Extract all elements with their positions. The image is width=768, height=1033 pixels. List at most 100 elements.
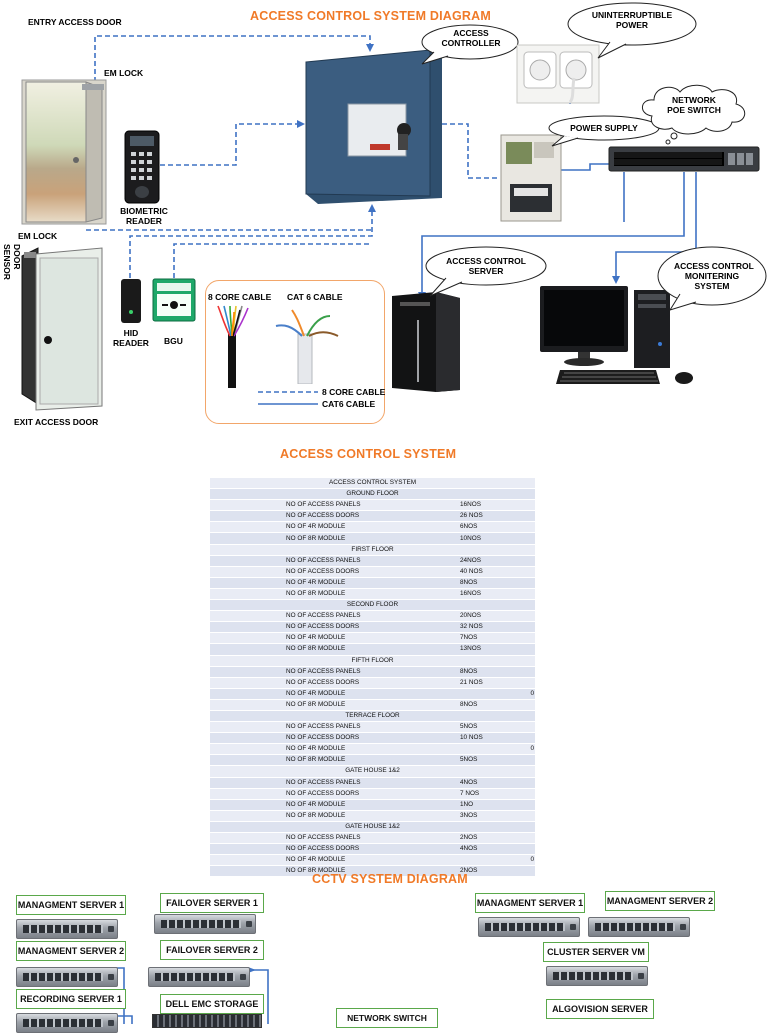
row-extra: [520, 510, 535, 523]
cctv-network-switch-label: NETWORK SWITCH: [336, 1008, 438, 1028]
table-row: GROUND FLOOR: [210, 488, 535, 501]
cctv-mid-label-1: FAILOVER SERVER 1: [160, 893, 264, 913]
cctv-server-mid-2: [148, 967, 250, 987]
row-label: NO OF 4R MODULE: [210, 854, 460, 867]
row-label: NO OF ACCESS PANELS: [210, 777, 460, 789]
monitoring-callout-bubble: [657, 246, 767, 311]
row-value: 10NOS: [460, 532, 520, 545]
row-label: NO OF 4R MODULE: [210, 688, 460, 700]
row-value: 2NOS: [460, 865, 520, 878]
biometric-reader-image: [124, 130, 160, 204]
cctv-diagram-title: CCTV SYSTEM DIAGRAM: [312, 872, 468, 886]
row-value: 13NOS: [460, 643, 520, 656]
cctv-server-left-2: [16, 967, 118, 987]
row-label: NO OF ACCESS PANELS: [210, 499, 460, 512]
acs-server-callout: ACCESS CONTROL SERVER: [446, 256, 526, 276]
row-extra: [520, 699, 535, 711]
row-extra: [520, 754, 535, 767]
dell-emc-storage-image: [152, 1014, 262, 1028]
cable-switch-to-monitor: [615, 172, 697, 278]
row-label: NO OF ACCESS DOORS: [210, 843, 460, 856]
cctv-server-left-3: [16, 1013, 118, 1033]
row-extra: [520, 632, 535, 645]
row-value: 4NOS: [460, 843, 520, 856]
row-extra: [520, 677, 535, 689]
cctv-server-right-3: [546, 966, 648, 986]
eight-core-cable-image: [217, 305, 249, 388]
row-label: NO OF ACCESS PANELS: [210, 666, 460, 678]
row-label: NO OF ACCESS DOORS: [210, 788, 460, 800]
em-lock-bottom-label: EM LOCK: [18, 231, 58, 241]
row-label: NO OF 8R MODULE: [210, 699, 460, 711]
row-value: 10 NOS: [460, 732, 520, 745]
row-value: [460, 688, 520, 700]
cctv-server-right-2: [588, 917, 690, 937]
table-row: FIRST FLOOR: [210, 544, 535, 556]
row-extra: 0: [520, 743, 535, 756]
row-value: 8NOS: [460, 699, 520, 711]
row-label: NO OF 8R MODULE: [210, 532, 460, 545]
row-label: NO OF 8R MODULE: [210, 643, 460, 656]
access-controller-image: [305, 49, 442, 204]
access-controller-callout-bubble: [421, 24, 519, 65]
row-label: NO OF ACCESS PANELS: [210, 832, 460, 845]
row-extra: [520, 788, 535, 800]
row-value: 8NOS: [460, 577, 520, 589]
row-extra: [520, 621, 535, 634]
cctv-left-label-2: MANAGMENT SERVER 2: [16, 941, 126, 961]
row-value: 4NOS: [460, 777, 520, 789]
biometric-reader-label: BIOMETRIC READER: [120, 206, 168, 226]
table-row: TERRACE FLOOR: [210, 710, 535, 723]
row-value: 1NO: [460, 799, 520, 811]
row-extra: [520, 799, 535, 811]
cctv-server-left-1: [16, 919, 118, 939]
table-header: ACCESS CONTROL SYSTEM: [210, 478, 535, 490]
cctv-mid-label-2: FAILOVER SERVER 2: [160, 940, 264, 960]
cctv-mid-label-3: DELL EMC STORAGE: [160, 994, 264, 1014]
table-row: NO OF 4R MODULE 0: [210, 743, 535, 756]
row-value: [460, 743, 520, 756]
hid-reader-image: [121, 279, 141, 323]
section-header: SECOND FLOOR: [210, 599, 535, 612]
row-label: NO OF 4R MODULE: [210, 577, 460, 589]
monitoring-callout: ACCESS CONTROL MONITERING SYSTEM: [674, 261, 754, 291]
row-extra: [520, 521, 535, 534]
row-label: NO OF ACCESS DOORS: [210, 677, 460, 689]
power-supply-image: [500, 134, 562, 222]
row-label: NO OF 8R MODULE: [210, 865, 460, 878]
row-extra: [520, 555, 535, 567]
cat6-cable-image: [275, 309, 339, 384]
legend-cat6-label: CAT6 CABLE: [322, 399, 376, 409]
row-label: NO OF 4R MODULE: [210, 799, 460, 811]
access-control-server-image: [392, 292, 460, 392]
cable-switch-to-server: [421, 172, 685, 295]
exit-door-image: [21, 247, 103, 411]
row-extra: [520, 810, 535, 822]
row-extra: [520, 566, 535, 578]
row-value: 26 NOS: [460, 510, 520, 523]
hid-reader-label: HID READER: [113, 328, 149, 348]
cctv-server-mid-1: [154, 914, 256, 934]
section-header: TERRACE FLOOR: [210, 710, 535, 723]
cable-reader-to-controller: [160, 123, 302, 166]
row-label: NO OF 4R MODULE: [210, 743, 460, 756]
cable-psu-to-switch: [560, 163, 612, 171]
row-value: 40 NOS: [460, 566, 520, 578]
row-value: 16NOS: [460, 499, 520, 512]
cctv-right-label-4: ALGOVISION SERVER: [546, 999, 654, 1019]
